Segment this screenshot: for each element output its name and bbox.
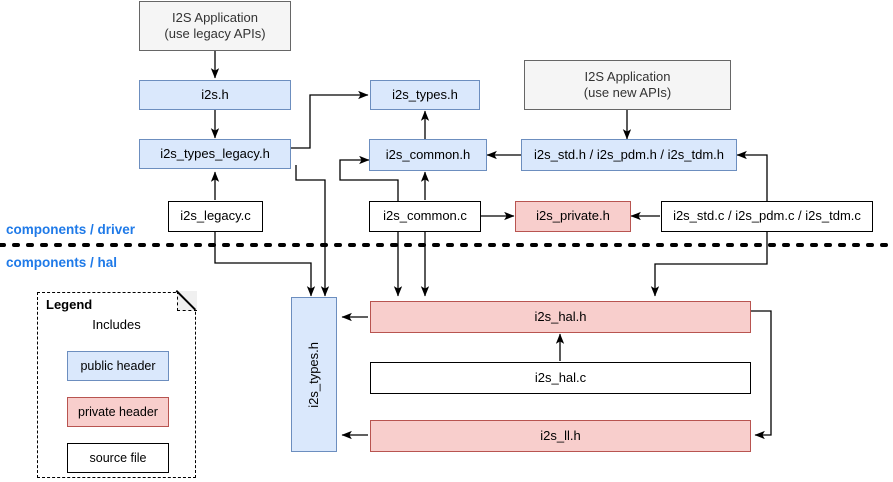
legend-includes-label: Includes [92, 317, 141, 332]
legend-swatch-source-file: source file [67, 443, 169, 473]
legend-fold-corner-icon [176, 291, 197, 312]
node-i2s-std-pdm-tdm-h-label: i2s_std.h / i2s_pdm.h / i2s_tdm.h [533, 146, 725, 162]
node-i2s-types-h-hal-label: i2s_types.h [305, 341, 321, 408]
node-i2s-hal-c[interactable]: i2s_hal.c [370, 362, 751, 394]
node-i2s-common-c-label: i2s_common.c [383, 208, 467, 224]
node-i2s-types-legacy-h-label: i2s_types_legacy.h [160, 145, 270, 161]
node-i2s-h[interactable]: i2s.h [139, 80, 291, 110]
node-i2s-hal-h[interactable]: i2s_hal.h [370, 301, 751, 333]
node-i2s-private-h-label: i2s_private.h [536, 208, 610, 224]
node-i2s-std-pdm-tdm-h[interactable]: i2s_std.h / i2s_pdm.h / i2s_tdm.h [521, 139, 737, 171]
node-i2s-private-h[interactable]: i2s_private.h [515, 201, 631, 232]
legend-title: Legend [46, 297, 93, 312]
legend-public-header-label: public header [80, 359, 156, 373]
node-i2s-hal-c-label: i2s_hal.c [534, 369, 587, 385]
node-i2s-legacy-c-label: i2s_legacy.c [180, 208, 251, 224]
node-i2s-application-legacy[interactable]: I2S Application (use legacy APIs) [139, 1, 291, 51]
node-i2s-types-legacy-h[interactable]: i2s_types_legacy.h [139, 139, 291, 169]
node-i2s-ll-h[interactable]: i2s_ll.h [370, 420, 751, 452]
node-i2s-std-pdm-tdm-c-label: i2s_std.c / i2s_pdm.c / i2s_tdm.c [673, 208, 861, 224]
legend: Legend Includes public header private he… [37, 291, 197, 478]
node-i2s-application-new[interactable]: I2S Application (use new APIs) [524, 60, 731, 110]
node-i2s-common-h[interactable]: i2s_common.h [369, 139, 487, 171]
node-i2s-h-label: i2s.h [201, 86, 229, 102]
app-legacy-line-2: (use legacy APIs) [164, 26, 266, 41]
node-i2s-hal-h-label: i2s_hal.h [534, 308, 587, 324]
node-i2s-ll-h-label: i2s_ll.h [540, 427, 581, 443]
app-new-line-1: I2S Application [584, 68, 671, 84]
legend-source-file-label: source file [89, 451, 147, 465]
app-new-line-2: (use new APIs) [583, 85, 672, 100]
node-i2s-types-h-top[interactable]: i2s_types.h [370, 80, 480, 110]
app-legacy-line-1: I2S Application [171, 9, 258, 25]
node-i2s-common-h-label: i2s_common.h [385, 146, 471, 162]
zone-label-hal: components / hal [6, 255, 118, 270]
legend-swatch-public-header: public header [67, 351, 169, 381]
legend-swatch-private-header: private header [67, 397, 169, 427]
node-i2s-types-h-hal[interactable]: i2s_types.h [291, 297, 337, 452]
node-i2s-types-h-top-label: i2s_types.h [392, 86, 458, 102]
zone-label-driver: components / driver [6, 222, 136, 237]
node-i2s-common-c[interactable]: i2s_common.c [369, 201, 481, 232]
legend-private-header-label: private header [78, 405, 158, 419]
node-i2s-legacy-c[interactable]: i2s_legacy.c [168, 201, 263, 232]
node-i2s-std-pdm-tdm-c[interactable]: i2s_std.c / i2s_pdm.c / i2s_tdm.c [661, 201, 873, 232]
